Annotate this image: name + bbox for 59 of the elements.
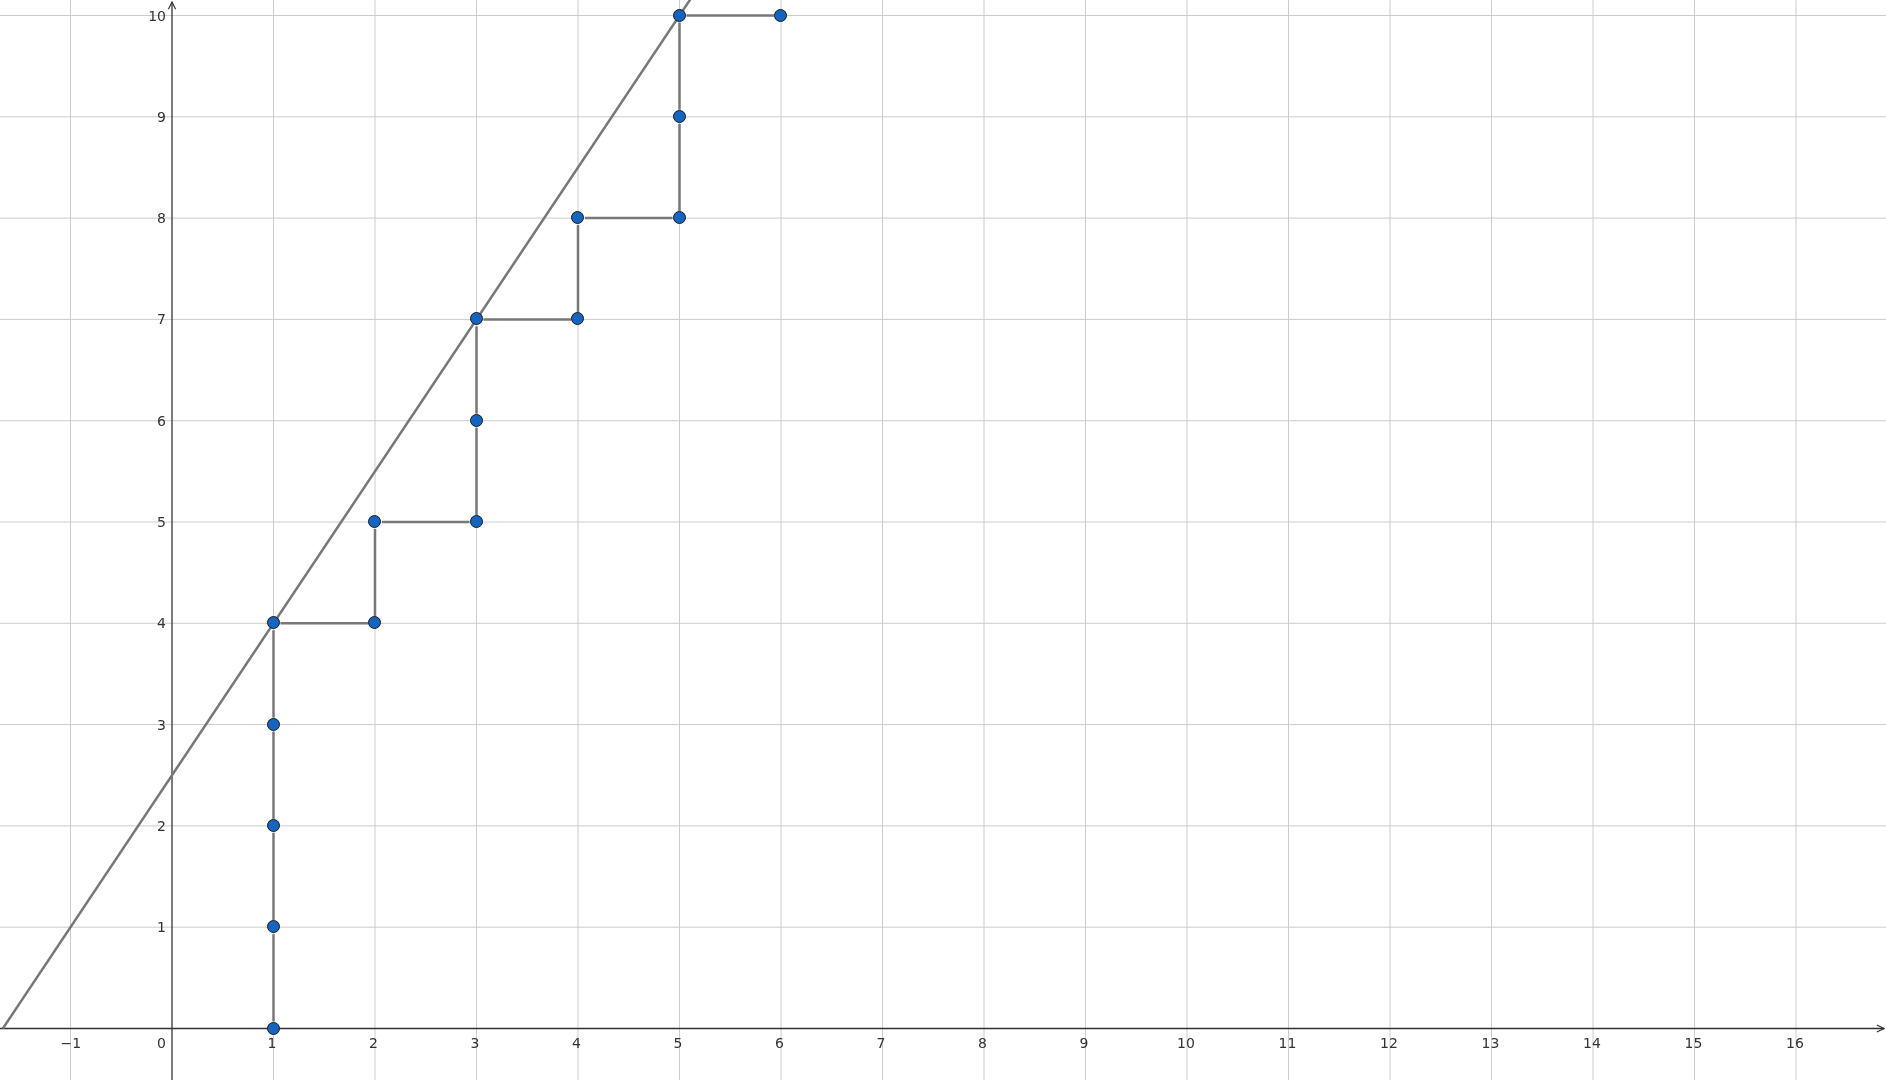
tick-label: 3 — [157, 716, 166, 733]
point-marker — [672, 109, 686, 123]
tick-label: 0 — [157, 1034, 166, 1051]
path-segment — [373, 529, 377, 617]
path-segment — [483, 318, 571, 321]
path-segment — [475, 326, 478, 414]
point-marker — [469, 413, 483, 427]
point-marker — [774, 8, 787, 22]
tick-label: 16 — [1786, 1034, 1804, 1051]
tick-label: 1 — [157, 919, 166, 936]
tick-label: 15 — [1684, 1034, 1703, 1051]
path-segment — [280, 622, 368, 625]
point-marker — [368, 616, 381, 630]
path-segment — [382, 520, 470, 524]
tick-label: 4 — [572, 1034, 581, 1051]
tick-label: 1 — [267, 1034, 277, 1051]
path-segment — [272, 934, 275, 1022]
tick-label: 9 — [1079, 1034, 1089, 1051]
tick-label: 9 — [157, 108, 166, 125]
point-marker — [571, 312, 584, 326]
path-segment — [678, 22, 681, 110]
tick-label: 2 — [369, 1034, 378, 1051]
point-marker — [266, 818, 280, 832]
tick-label: 4 — [157, 615, 166, 632]
tick-label: 10 — [148, 7, 166, 24]
point-marker — [368, 515, 381, 528]
point-marker — [469, 312, 483, 326]
point-marker — [672, 8, 686, 22]
point-marker — [571, 211, 584, 225]
path-segment — [576, 225, 580, 313]
point-marker — [672, 211, 686, 225]
tick-label: 11 — [1278, 1034, 1297, 1051]
tick-label: 3 — [470, 1034, 480, 1051]
tick-label: 14 — [1583, 1034, 1601, 1051]
tick-label: 7 — [876, 1034, 886, 1051]
tick-label: 7 — [157, 311, 166, 328]
tick-label: 8 — [157, 210, 166, 227]
path-segment — [475, 427, 478, 515]
point-marker — [469, 515, 483, 528]
point-marker — [266, 1021, 280, 1035]
path-segment — [272, 832, 275, 921]
path-segment — [678, 123, 681, 212]
tick-label: 5 — [673, 1034, 683, 1051]
tick-label: 10 — [1177, 1034, 1195, 1051]
tick-label: 2 — [157, 817, 166, 834]
tick-label: 5 — [157, 514, 166, 530]
path-segment — [686, 14, 774, 17]
tick-label: −1 — [60, 1034, 82, 1051]
path-segment — [272, 731, 275, 819]
point-marker — [266, 717, 280, 731]
point-marker — [266, 920, 280, 934]
path-segment — [585, 216, 673, 220]
tick-label: 12 — [1380, 1034, 1398, 1051]
point-marker — [266, 616, 280, 630]
tick-label: 13 — [1481, 1034, 1500, 1051]
tick-label: 6 — [775, 1034, 784, 1051]
tick-label: 8 — [978, 1034, 987, 1051]
path-segment — [272, 630, 275, 718]
tick-label: 6 — [157, 412, 166, 429]
